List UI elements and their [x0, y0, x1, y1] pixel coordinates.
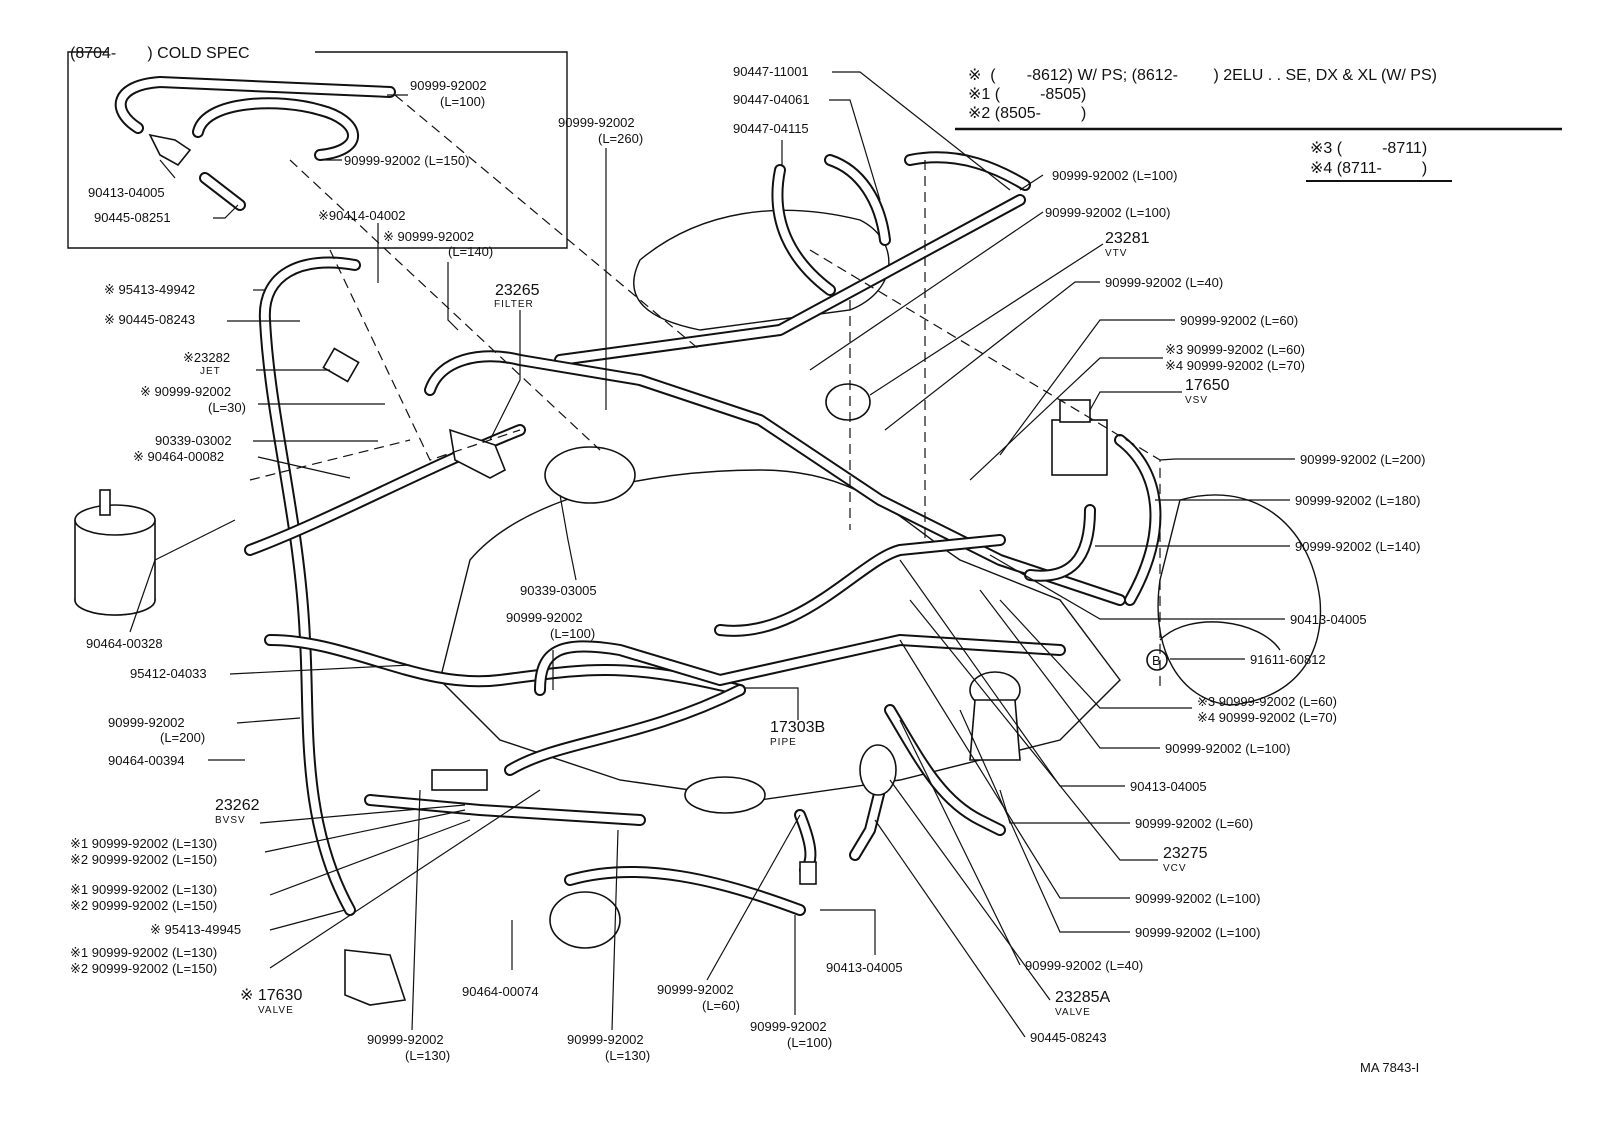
- label-L32: 90999-92002(L=100): [506, 610, 595, 641]
- engine-illustration: B: [74, 94, 1322, 1006]
- label-L21: ※1 90999-92002 (L=130)※2 90999-92002 (L=…: [70, 945, 217, 976]
- label-L36: 90447-04115: [733, 121, 809, 136]
- label-R9: 90999-92002 (L=180): [1295, 493, 1420, 508]
- label-L19: ※1 90999-92002 (L=130)※2 90999-92002 (L=…: [70, 882, 217, 913]
- label-L10: ※ 90999-92002(L=30): [140, 384, 246, 415]
- label-L4: 90445-08251: [94, 210, 171, 225]
- label-R13: ※3 90999-92002 (L=60)※4 90999-92002 (L=7…: [1197, 694, 1337, 725]
- label-L29: 90999-92002(L=260): [558, 115, 643, 146]
- label-L6: ※ 90999-92002(L=140): [383, 229, 493, 259]
- label-L25: 90999-92002(L=130): [567, 1032, 650, 1063]
- bvsv-23262: [431, 769, 488, 791]
- label-L35: 90447-04061: [733, 92, 810, 107]
- drawing-code: MA 7843-I: [1360, 1060, 1419, 1075]
- label-R19: 90999-92002 (L=100): [1135, 925, 1260, 940]
- label-L5: ※90414-04002: [318, 208, 406, 223]
- egr-modulator: [684, 776, 766, 814]
- label-L7: ※ 95413-49942: [104, 282, 195, 297]
- label-R16: 90999-92002 (L=60): [1135, 816, 1253, 831]
- label-R5: 90999-92002 (L=60): [1180, 313, 1298, 328]
- label-L11: 90339-03002: [155, 433, 232, 448]
- note-1: ※1 ( -8505): [968, 86, 1086, 103]
- vsv-17650: [1051, 419, 1108, 476]
- leader-lines: [129, 71, 1295, 1038]
- label-L13: 90464-00328: [86, 636, 163, 651]
- label-L18: ※1 90999-92002 (L=130)※2 90999-92002 (L=…: [70, 836, 217, 867]
- label-R12: 91611-60812: [1250, 652, 1326, 667]
- valve-17630: [344, 949, 407, 1006]
- inset-frame: [67, 51, 568, 249]
- label-L12: ※ 90464-00082: [133, 449, 224, 464]
- header-notes: ※ ( -8612) W/ PS; (8612- ) 2ELU . . SE, …: [955, 67, 1562, 182]
- inset-hoses: [114, 76, 396, 211]
- inset-tee-connector: [148, 133, 192, 167]
- labels: 90999-92002(L=100) 90999-92002 (L=150) 9…: [70, 64, 1425, 1075]
- label-L8: ※ 90445-08243: [104, 312, 195, 327]
- label-L15: 90999-92002(L=200): [108, 715, 205, 745]
- label-R14: 90999-92002 (L=100): [1165, 741, 1290, 756]
- label-R22: 90445-08243: [1030, 1030, 1107, 1045]
- air-cleaner-outline: [633, 209, 890, 331]
- vtv-23281: [825, 383, 871, 421]
- label-L2: 90999-92002 (L=150): [344, 153, 469, 168]
- callout-b-text: B: [1152, 653, 1161, 668]
- components: B: [322, 347, 1168, 1006]
- label-L26: 90999-92002(L=60): [657, 982, 740, 1013]
- label-R8: 90999-92002 (L=200): [1300, 452, 1425, 467]
- label-R4: 90999-92002 (L=40): [1105, 275, 1223, 290]
- diaphragm-unit: [544, 446, 636, 504]
- label-L14: 95412-04033: [130, 666, 207, 681]
- tee-90413: [799, 861, 817, 885]
- label-L34: 90447-11001: [733, 64, 809, 79]
- label-L16: 90464-00394: [108, 753, 185, 768]
- brake-booster-outline: [1157, 494, 1322, 706]
- note-4: ※4 (8711- ): [1310, 160, 1427, 177]
- note-3: ※3 ( -8711): [1310, 140, 1427, 157]
- label-L31: 90339-03005: [520, 583, 597, 598]
- engine-block-outline: [439, 469, 1121, 801]
- callout-b-circle: [1146, 649, 1168, 671]
- valve-23285a: [859, 744, 897, 796]
- label-R10: 90999-92002 (L=140): [1295, 539, 1420, 554]
- cold-spec-title: (8704- ) COLD SPEC: [70, 45, 250, 62]
- label-L24: 90464-00074: [462, 984, 539, 999]
- charcoal-canister: [74, 489, 156, 616]
- label-R1: 90999-92002 (L=100): [1052, 168, 1177, 183]
- filter-23265: [448, 428, 507, 479]
- label-L28: 90413-04005: [826, 960, 903, 975]
- label-R6: ※3 90999-92002 (L=60)※4 90999-92002 (L=7…: [1165, 342, 1305, 373]
- label-L3: 90413-04005: [88, 185, 165, 200]
- label-R2: 90999-92002 (L=100): [1045, 205, 1170, 220]
- label-L23: 90999-92002(L=130): [367, 1032, 450, 1063]
- label-R20: 90999-92002 (L=40): [1025, 958, 1143, 973]
- label-R15: 90413-04005: [1130, 779, 1207, 794]
- main-hoses: [244, 151, 1162, 916]
- note-2: ※2 (8505- ): [968, 105, 1086, 122]
- jet-23282: [322, 347, 360, 383]
- label-R18: 90999-92002 (L=100): [1135, 891, 1260, 906]
- label-L20: ※ 95413-49945: [150, 922, 241, 937]
- label-R11: 90413-04005: [1290, 612, 1367, 627]
- cold-spec-inset: (8704- ) COLD SPEC: [67, 45, 568, 249]
- label-L1: 90999-92002(L=100): [410, 78, 487, 109]
- label-L27: 90999-92002(L=100): [750, 1019, 832, 1050]
- note-main: ※ ( -8612) W/ PS; (8612- ) 2ELU . . SE, …: [968, 67, 1437, 84]
